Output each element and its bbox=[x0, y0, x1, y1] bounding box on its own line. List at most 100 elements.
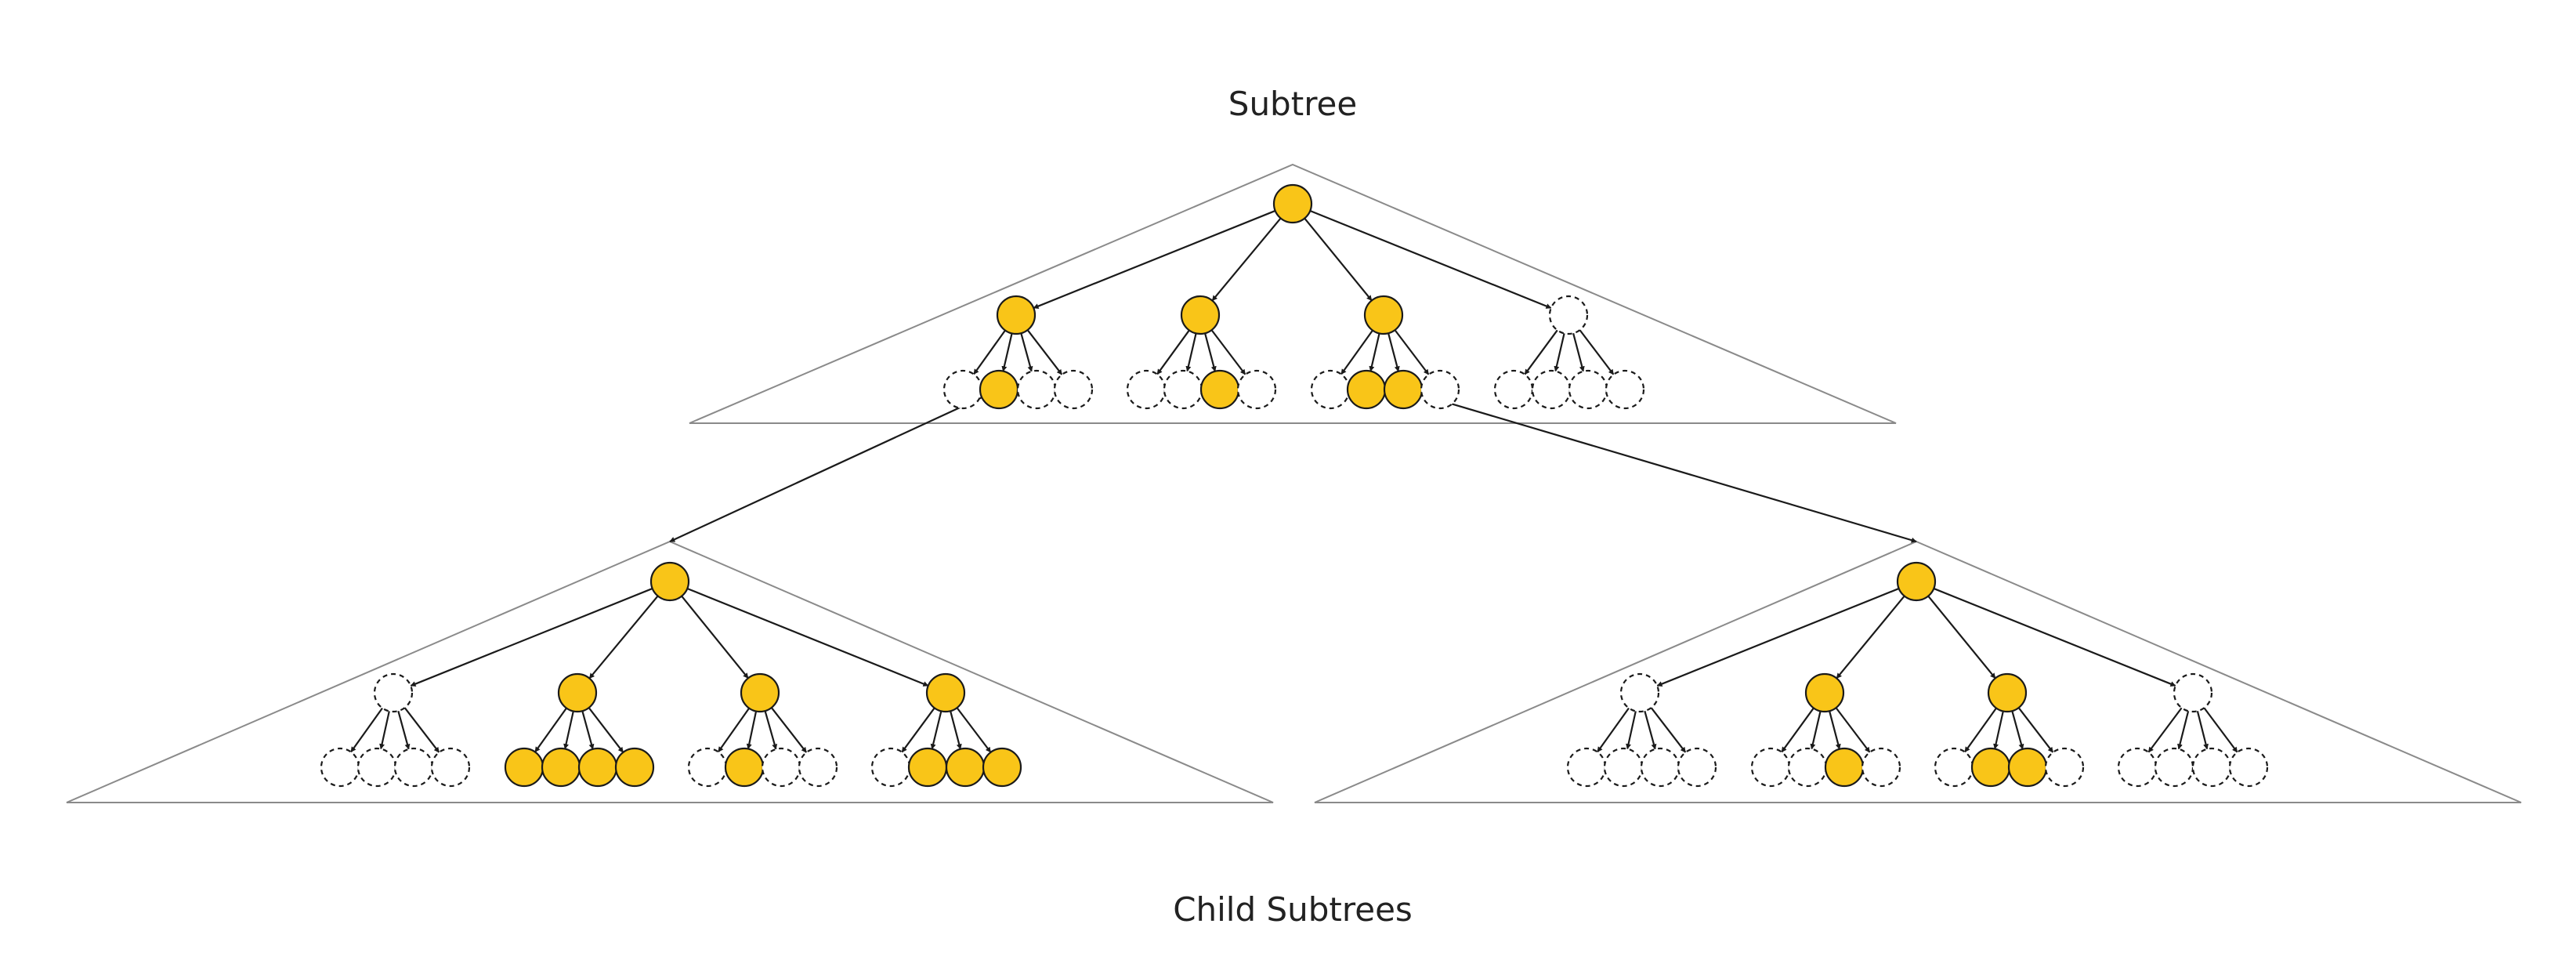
child-subtree-left-root-to-child-0-arrow bbox=[410, 587, 653, 687]
subtree-root-to-child-1-arrow bbox=[1211, 217, 1282, 302]
child-subtree-left-child-2-leaf-0-node-empty bbox=[687, 747, 728, 788]
child-subtree-left-child-0-to-leaf-2-arrow bbox=[397, 710, 411, 750]
subtree-child-0-to-leaf-0-arrow bbox=[973, 329, 1006, 375]
child-subtree-left-child-3-to-leaf-1-arrow bbox=[930, 711, 942, 750]
child-subtree-right-child-1-leaf-3-node-empty bbox=[1861, 747, 1901, 788]
subtree-root-to-child-3-arrow bbox=[1309, 209, 1552, 310]
child-subtree-left-child-3-to-leaf-3-arrow bbox=[956, 707, 992, 753]
child-subtree-right-child-3-node-empty bbox=[2173, 672, 2213, 713]
edge-layer bbox=[350, 209, 2238, 753]
child-subtree-left-child-2-to-leaf-0-arrow bbox=[717, 707, 751, 753]
child-subtree-right-child-2-leaf-1-node-filled bbox=[1970, 747, 2011, 788]
child-subtree-right-child-0-leaf-2-node-empty bbox=[1640, 747, 1681, 788]
subtree-child-3-node-empty bbox=[1548, 295, 1589, 335]
child-subtree-left-child-1-leaf-0-node-filled bbox=[504, 747, 545, 788]
child-subtree-left-child-2-to-leaf-3-arrow bbox=[770, 707, 808, 753]
child-subtree-right-child-3-leaf-3-node-empty bbox=[2228, 747, 2269, 788]
child-subtree-left-child-0-leaf-0-node-empty bbox=[320, 747, 360, 788]
subtree-child-0-to-leaf-3-arrow bbox=[1026, 329, 1063, 375]
child-subtree-right-child-3-leaf-1-node-empty bbox=[2154, 747, 2194, 788]
child-subtree-right-child-0-leaf-3-node-empty bbox=[1677, 747, 1717, 788]
subtree-child-3-to-leaf-0-arrow bbox=[1524, 329, 1558, 375]
child-subtree-left-child-1-leaf-1-node-filled bbox=[541, 747, 581, 788]
subtree-child-2-to-leaf-0-arrow bbox=[1340, 329, 1373, 375]
child-subtree-left-child-0-leaf-3-node-empty bbox=[430, 747, 471, 788]
child-subtree-left-child-2-leaf-3-node-empty bbox=[798, 747, 838, 788]
child-subtree-left-child-1-leaf-2-node-filled bbox=[577, 747, 618, 788]
child-subtree-left-child-1-leaf-3-node-filled bbox=[614, 747, 655, 788]
subtree-child-2-leaf-1-node-filled bbox=[1346, 369, 1387, 410]
child-subtree-left-child-0-to-leaf-1-arrow bbox=[379, 711, 390, 750]
subtree-root-to-child-2-arrow bbox=[1304, 217, 1373, 302]
subtree-child-3-leaf-3-node-empty bbox=[1605, 369, 1645, 410]
child-subtree-right-child-1-leaf-1-node-empty bbox=[1787, 747, 1828, 788]
node-layer bbox=[320, 183, 2269, 788]
link-arrow-child-subtree-right bbox=[1420, 393, 1917, 543]
subtree-child-1-to-leaf-3-arrow bbox=[1210, 329, 1246, 375]
subtree-root-to-child-0-arrow bbox=[1033, 209, 1276, 310]
child-subtree-right-child-2-leaf-2-node-filled bbox=[2007, 747, 2048, 788]
child-subtree-left-child-3-to-leaf-2-arrow bbox=[950, 710, 962, 750]
child-subtree-left-child-0-leaf-1-node-empty bbox=[356, 747, 397, 788]
subtree-child-3-leaf-2-node-empty bbox=[1568, 369, 1608, 410]
child-subtree-right-child-0-to-leaf-2-arrow bbox=[1644, 710, 1657, 750]
child-subtree-right-child-2-to-leaf-1-arrow bbox=[1993, 711, 2004, 750]
subtree-child-1-leaf-0-node-empty bbox=[1126, 369, 1167, 410]
subtree-child-3-to-leaf-1-arrow bbox=[1554, 333, 1565, 372]
child-subtree-right-root-to-child-1-arrow bbox=[1836, 595, 1905, 679]
child-subtree-right-child-3-to-leaf-3-arrow bbox=[2203, 707, 2238, 753]
subtree-child-1-leaf-2-node-filled bbox=[1199, 369, 1240, 410]
child-subtree-right-child-2-to-leaf-3-arrow bbox=[2017, 707, 2054, 753]
child-subtree-left-triangle bbox=[66, 540, 1274, 803]
child-subtree-left-root-to-child-2-arrow bbox=[681, 595, 749, 679]
subtree-child-1-to-leaf-0-arrow bbox=[1156, 329, 1190, 375]
subtree-child-3-leaf-0-node-empty bbox=[1493, 369, 1534, 410]
subtree-child-2-node-filled bbox=[1363, 295, 1404, 335]
child-subtree-right-child-3-to-leaf-0-arrow bbox=[2147, 707, 2183, 753]
subtree-child-3-to-leaf-3-arrow bbox=[1579, 329, 1615, 375]
child-subtree-left-child-2-leaf-2-node-empty bbox=[761, 747, 801, 788]
subtree-root-node-filled bbox=[1272, 183, 1313, 224]
child-subtree-right-child-1-to-leaf-0-arrow bbox=[1781, 707, 1814, 753]
subtree-child-1-node-filled bbox=[1180, 295, 1221, 335]
link-arrow-child-subtree-left bbox=[669, 397, 982, 542]
child-subtree-right-triangle bbox=[1314, 540, 2522, 803]
subtree-child-0-leaf-3-node-empty bbox=[1053, 369, 1094, 410]
subtree-child-2-leaf-3-node-empty bbox=[1420, 369, 1460, 410]
child-subtree-left-root-node-filled bbox=[649, 561, 690, 602]
diagram-caption: Child Subtrees bbox=[1173, 890, 1413, 929]
child-subtree-right-child-2-leaf-0-node-empty bbox=[1934, 747, 1974, 788]
diagram-title: Subtree bbox=[1228, 85, 1357, 123]
subtree-child-0-leaf-1-node-filled bbox=[979, 369, 1019, 410]
subtree-child-2-leaf-0-node-empty bbox=[1310, 369, 1351, 410]
child-subtree-left-child-2-leaf-1-node-filled bbox=[724, 747, 765, 788]
child-subtree-left-child-1-to-leaf-3-arrow bbox=[588, 707, 624, 753]
child-subtree-left-child-3-to-leaf-0-arrow bbox=[901, 707, 935, 753]
child-subtree-right-child-3-to-leaf-2-arrow bbox=[2196, 710, 2209, 750]
child-subtree-right-root-to-child-3-arrow bbox=[1933, 587, 2176, 687]
subtree-child-0-to-leaf-1-arrow bbox=[1001, 333, 1013, 372]
child-subtree-left-child-2-to-leaf-1-arrow bbox=[746, 711, 758, 750]
child-subtree-left-child-2-node-filled bbox=[740, 672, 780, 713]
child-subtree-right-child-0-node-empty bbox=[1619, 672, 1660, 713]
subtree-child-0-to-leaf-2-arrow bbox=[1020, 332, 1033, 372]
child-subtree-right-child-1-to-leaf-1-arrow bbox=[1810, 711, 1822, 750]
subtree-triangle bbox=[689, 163, 1897, 424]
child-subtree-left-child-1-to-leaf-0-arrow bbox=[534, 707, 567, 753]
child-subtree-left-child-2-to-leaf-2-arrow bbox=[764, 710, 778, 750]
child-subtree-right-child-3-leaf-2-node-empty bbox=[2191, 747, 2232, 788]
subtree-child-1-to-leaf-1-arrow bbox=[1185, 333, 1197, 372]
subtree-child-2-leaf-2-node-filled bbox=[1383, 369, 1424, 410]
child-subtree-left-child-0-to-leaf-3-arrow bbox=[403, 707, 440, 753]
child-subtree-left-child-0-to-leaf-0-arrow bbox=[350, 707, 383, 753]
child-subtree-left-child-0-leaf-2-node-empty bbox=[393, 747, 434, 788]
subtree-child-1-to-leaf-2-arrow bbox=[1204, 332, 1217, 372]
subtree-child-1-leaf-1-node-empty bbox=[1163, 369, 1203, 410]
subtree-child-3-leaf-1-node-empty bbox=[1531, 369, 1572, 410]
child-subtree-right-child-1-leaf-2-node-filled bbox=[1824, 747, 1865, 788]
child-subtree-right-child-0-to-leaf-3-arrow bbox=[1650, 707, 1687, 753]
child-subtree-right-child-0-to-leaf-0-arrow bbox=[1597, 707, 1630, 753]
child-subtree-left-child-3-leaf-2-node-filled bbox=[945, 747, 986, 788]
subtree-child-0-leaf-2-node-empty bbox=[1016, 369, 1057, 410]
child-subtree-right-child-1-to-leaf-2-arrow bbox=[1829, 710, 1841, 750]
